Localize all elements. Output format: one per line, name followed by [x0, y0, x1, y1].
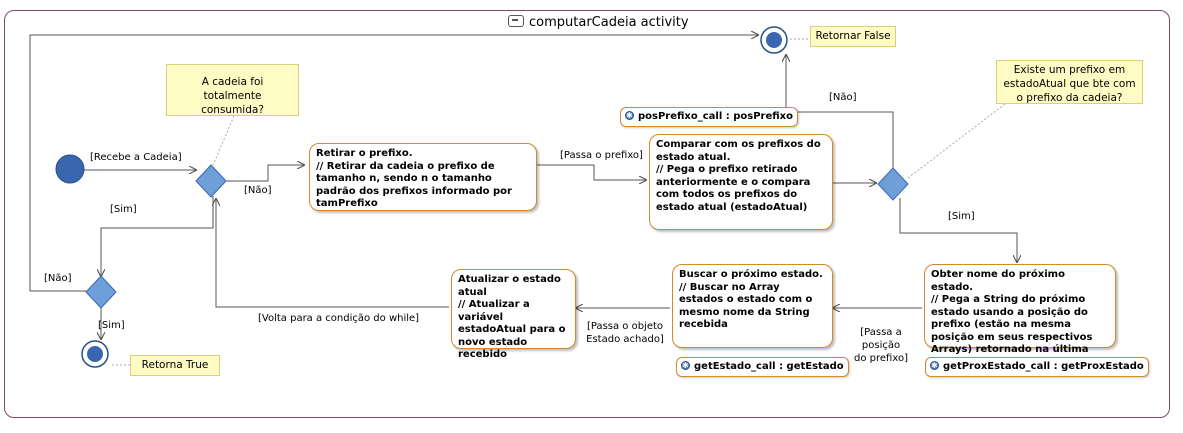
edge-label-passa-prefixo: [Passa o prefixo]: [560, 150, 643, 161]
call-get-prox-estado: getProxEstado_call : getProxEstado: [925, 357, 1149, 377]
initial-node: [55, 154, 85, 184]
edge-decision-to-final-check: [101, 196, 214, 276]
note-link-consumed: [212, 115, 235, 166]
activity-frame: [4, 10, 1170, 418]
activity-icon: [508, 15, 524, 27]
edge-decision3-to-final-false: [786, 55, 894, 168]
action-retirar-prefixo: Retirar o prefixo. // Retirar da cadeia …: [309, 143, 537, 211]
decision-node-prefix-match: [877, 167, 909, 201]
final-node-false: [760, 26, 788, 54]
call-get-prox-estado-label: getProxEstado_call : getProxEstado: [943, 361, 1144, 372]
call-pos-prefixo-label: posPrefixo_call : posPrefixo: [638, 111, 794, 122]
edge-label-volta-condicao: [Volta para a condição do while]: [258, 313, 420, 324]
edge-atualizar-to-decision: [216, 199, 449, 308]
note-retorna-true: Retorna True: [130, 355, 220, 376]
edge-check-to-final-false: [29, 35, 758, 292]
activity-title: computarCadeia activity: [508, 15, 689, 31]
note-link-existe-prefixo: [907, 103, 1006, 179]
edge-decision3-to-obter: [899, 198, 1017, 262]
call-behavior-icon: [681, 359, 690, 373]
edge-label-passa-objeto: [Passa o objeto Estado achado]: [586, 321, 664, 345]
action-obter-nome: Obter nome do próximo estado. // Pega a …: [924, 264, 1116, 368]
edge-label-passa-posicao: [Passa a posição do prefixo]: [854, 327, 908, 364]
call-get-estado-label: getEstado_call : getEstado: [694, 361, 844, 372]
call-get-estado: getEstado_call : getEstado: [676, 357, 849, 377]
edge-label-sim-1: [Sim]: [110, 204, 137, 215]
final-node-true: [81, 340, 109, 368]
edge-label-nao-2: [Não]: [44, 273, 72, 284]
action-comparar-prefixos: Comparar com os prefixos do estado atual…: [649, 134, 833, 230]
activity-title-text: computarCadeia activity: [529, 15, 689, 30]
call-behavior-icon: [625, 109, 634, 123]
edge-label-nao-1: [Não]: [244, 185, 272, 196]
edge-label-sim-3: [Sim]: [948, 211, 975, 222]
call-behavior-icon: [930, 359, 939, 373]
edge-label-nao-3: [Não]: [829, 92, 857, 103]
action-atualizar-estado: Atualizar o estado atual // Atualizar a …: [451, 269, 576, 360]
action-buscar-estado: Buscar o próximo estado. // Buscar no Ar…: [672, 264, 833, 348]
edge-label-recebe-cadeia: [Recebe a Cadeia]: [90, 152, 182, 163]
decision-node-final-check: [85, 275, 117, 309]
note-consumed: A cadeia foi totalmente consumida?: [166, 64, 299, 116]
edge-decision-to-retirar: [226, 165, 304, 182]
call-pos-prefixo: posPrefixo_call : posPrefixo: [620, 107, 799, 127]
edge-label-sim-2: [Sim]: [98, 320, 125, 331]
edge-retirar-to-comparar: [537, 164, 646, 180]
note-retornar-false: Retornar False: [810, 26, 896, 47]
decision-node-consumed: [195, 164, 227, 198]
note-existe-prefixo: Existe um prefixo em estadoAtual que bte…: [996, 60, 1143, 104]
